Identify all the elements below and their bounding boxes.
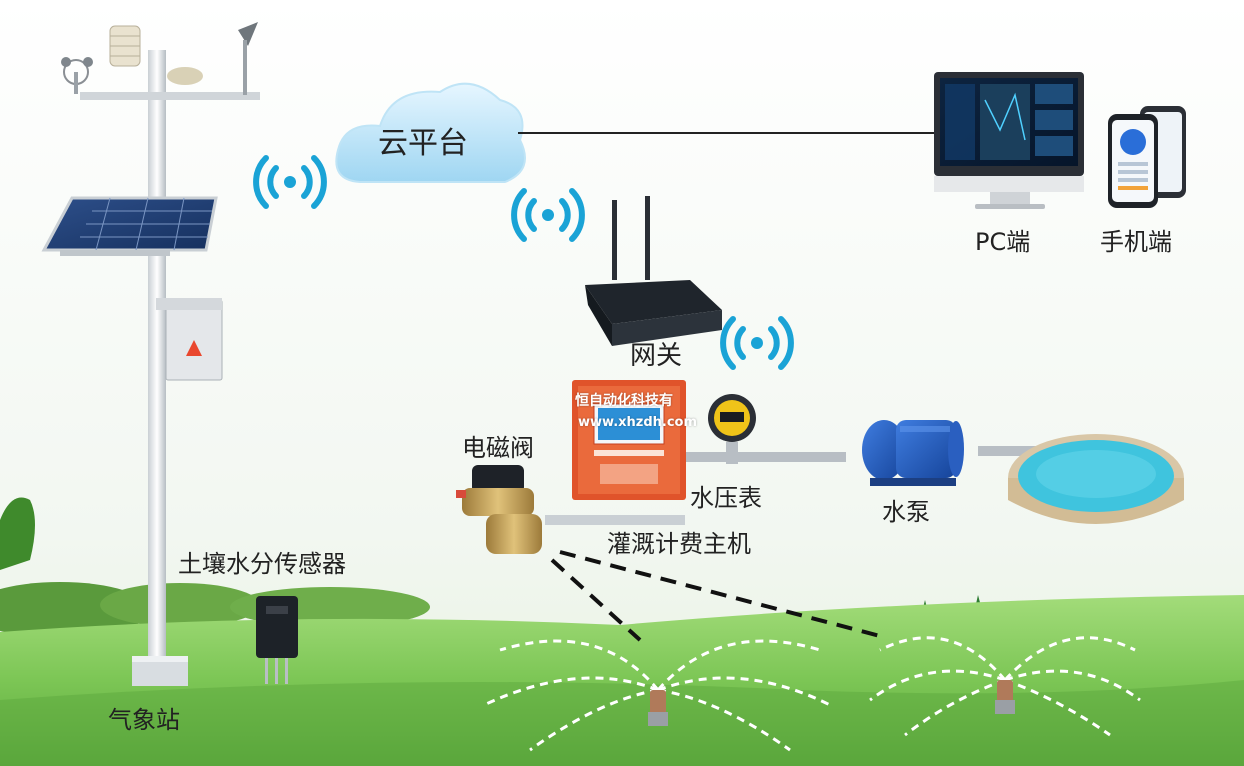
valve-to-sprinkler-link-2 [559, 550, 881, 638]
water-pump-label: 水泵 [882, 498, 930, 526]
controller-label: 灌溉计费主机 [607, 530, 751, 558]
pc-monitor-icon [934, 72, 1084, 209]
weather-station-label: 气象站 [108, 706, 180, 734]
sprinkler-icon-2 [869, 636, 1141, 737]
pressure-gauge-label: 水压表 [690, 484, 762, 512]
soil-sensor-label: 土壤水分传感器 [178, 550, 346, 578]
mobile-phone-icon [1108, 106, 1186, 208]
pc-label: PC端 [975, 228, 1031, 256]
mobile-label: 手机端 [1100, 228, 1172, 256]
gateway-label: 网关 [630, 341, 683, 371]
sprinkler-icon-1 [483, 639, 831, 752]
watermark-url: www.xhzdh.com [578, 415, 698, 430]
water-pool-icon [1008, 434, 1184, 524]
gateway-router-icon [585, 196, 722, 346]
solenoid-valve-icon [456, 465, 542, 554]
pressure-gauge-icon [708, 394, 756, 464]
cloud-platform-icon [335, 82, 526, 183]
irrigation-controller-icon [572, 380, 686, 500]
valve-to-sprinkler-link-1 [550, 558, 642, 642]
water-pump-icon [862, 420, 964, 486]
wifi-signal-icon-middle [511, 188, 585, 242]
watermark-company: 恒自动化科技有 [575, 393, 673, 409]
weather-station-icon [41, 22, 260, 686]
solenoid-valve-label: 电磁阀 [462, 434, 534, 462]
wifi-signal-icon-right [720, 316, 794, 370]
soil-moisture-sensor-icon [256, 596, 298, 684]
wifi-signal-icon-left [253, 155, 327, 209]
cloud-platform-label: 云平台 [378, 126, 468, 161]
